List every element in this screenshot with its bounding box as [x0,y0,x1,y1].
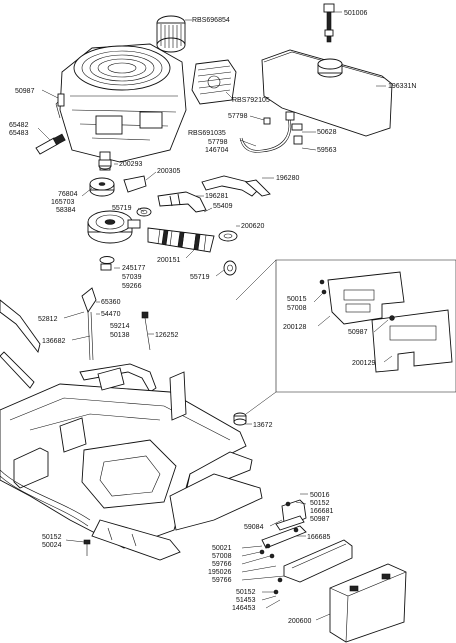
clamp-55719-b [223,260,237,276]
gasket-200620 [218,230,238,242]
label-65482: 65482 [9,122,29,129]
shield-bolts [319,279,395,321]
label-59214: 59214 [110,323,130,330]
spacer-200293 [98,159,112,170]
label-55719-a: 55719 [112,205,132,212]
label-200128: 200128 [283,324,306,331]
idler-bracket-65360 [81,287,97,313]
label-52812: 52812 [38,316,58,323]
fastener-50987-top [57,93,65,107]
label-200151: 200151 [157,257,180,264]
label-57008-b: 57008 [212,553,232,560]
label-51453: 51453 [236,597,256,604]
label-rbs691035: RBS691035 [188,130,226,137]
label-196331n: 196331N [388,83,416,90]
label-50015: 50015 [287,296,307,303]
battery-hardware [259,501,299,595]
label-166681: 166681 [310,508,333,515]
label-57039: 57039 [122,274,142,281]
heat-shield-200128 [327,271,405,325]
label-50987-plate: 50987 [348,329,368,336]
label-195026: 195026 [208,569,231,576]
spark-plug [35,133,66,155]
label-76804: 76804 [58,191,78,198]
label-65483: 65483 [9,130,29,137]
label-59766-a: 59766 [212,561,232,568]
label-55409: 55409 [213,203,233,210]
battery-200600 [329,563,407,643]
bolt-126252 [141,311,151,351]
label-57008-a: 57008 [287,305,307,312]
label-50152-c: 50152 [236,589,256,596]
bracket-200305 [123,175,147,193]
label-146704: 146704 [205,147,228,154]
engine-assembly [55,43,187,171]
pulley-76804 [89,177,115,197]
label-65360: 65360 [101,299,121,306]
label-50628: 50628 [317,129,337,136]
label-50024: 50024 [42,542,62,549]
air-filter-rbs696854 [156,15,186,53]
label-165703: 165703 [51,199,74,206]
label-146453: 146453 [232,605,255,612]
label-126252: 126252 [155,332,178,339]
label-50152-a: 50152 [310,500,330,507]
label-13672: 13672 [253,422,273,429]
label-50016: 50016 [310,492,330,499]
bolt-13672 [233,412,247,426]
mower-frame [0,299,263,561]
label-50152-b: 50152 [42,534,62,541]
heat-shield-box [235,259,456,415]
air-filter-rbs792105 [191,59,237,105]
label-200600: 200600 [288,618,311,625]
part-labels: RBS696854 501006 196331N 50987 RBS792105… [9,10,416,625]
label-50987-bot: 50987 [310,516,330,523]
fuel-cap-501006 [323,3,335,43]
label-rbs696854: RBS696854 [192,17,230,24]
label-55719-b: 55719 [190,274,210,281]
battery-tray-195026 [283,539,353,583]
label-200305: 200305 [157,168,180,175]
label-50021: 50021 [212,545,232,552]
heat-shield-200129 [371,309,453,373]
washer-245177 [99,256,115,271]
rod-54470 [87,311,94,361]
fuel-tank [261,49,393,137]
bolt-50024 [83,539,91,556]
label-196280: 196280 [276,175,299,182]
label-59084: 59084 [244,524,264,531]
label-57798-b: 57798 [208,139,228,146]
label-59563: 59563 [317,147,337,154]
label-rbs792105: RBS792105 [232,97,270,104]
label-59266: 59266 [122,283,142,290]
label-200620: 200620 [241,223,264,230]
label-501006: 501006 [344,10,367,17]
label-136682: 136682 [42,338,65,345]
label-196281: 196281 [205,193,228,200]
label-245177: 245177 [122,265,145,272]
leader-lines [37,11,393,621]
label-50138: 50138 [110,332,130,339]
label-50987-top: 50987 [15,88,35,95]
muffler-200151 [147,227,215,253]
electric-clutch [87,210,141,244]
exhaust-pipe-196280 [201,175,271,197]
exhaust-pipe-196281 [157,191,207,213]
label-58384: 58384 [56,207,76,214]
fuel-line [239,111,303,153]
label-200293: 200293 [119,161,142,168]
label-200129: 200129 [352,360,375,367]
label-57798-a: 57798 [228,113,248,120]
label-59766-b: 59766 [212,577,232,584]
label-54470: 54470 [101,311,121,318]
label-166685: 166685 [307,534,330,541]
